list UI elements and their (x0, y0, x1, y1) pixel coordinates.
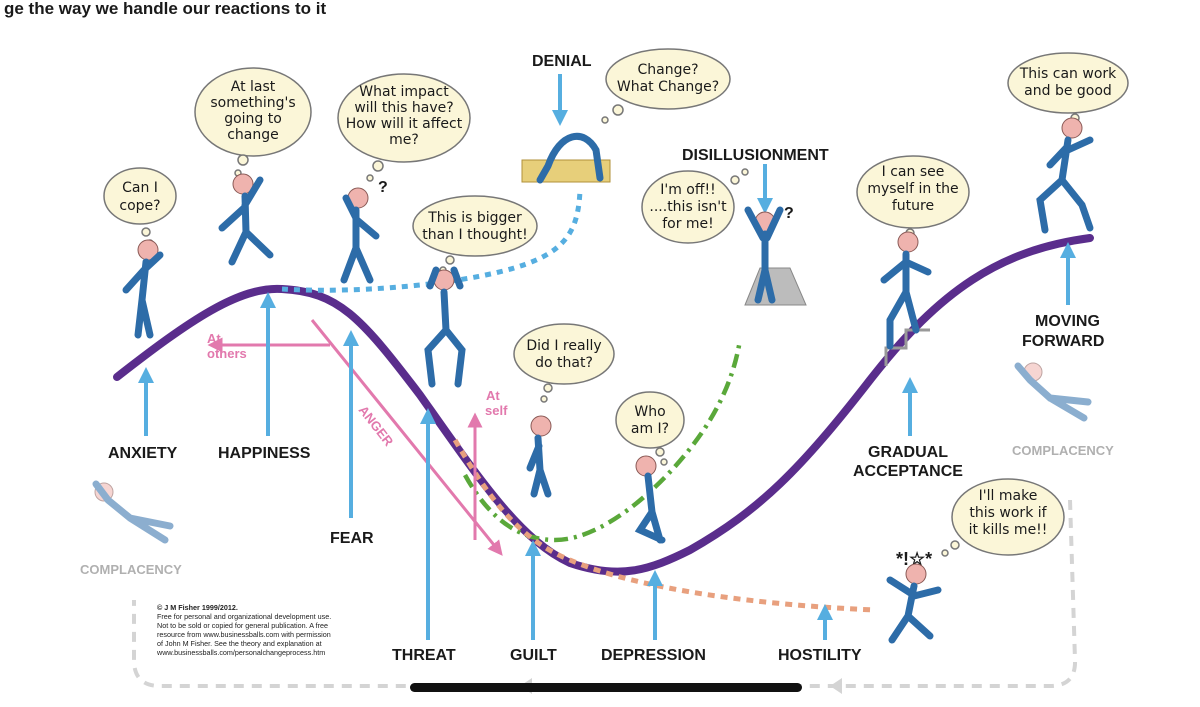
figure-fear (340, 187, 380, 284)
bubble-future: I can see myself in the future (856, 155, 970, 248)
svg-text:this work if: this work if (969, 505, 1047, 521)
svg-text:This can work: This can work (1019, 66, 1117, 82)
svg-text:Free for personal and organiza: Free for personal and organizational dev… (157, 612, 331, 621)
stage-moving-1: MOVING (1035, 313, 1100, 330)
home-indicator[interactable] (410, 683, 802, 692)
svg-text:....this isn't: ....this isn't (649, 199, 727, 215)
denial-dotted-path (281, 189, 583, 293)
bubble-this-can-work: This can work and be good (1007, 52, 1129, 132)
header-text: ge the way we handle our reactions to it (4, 0, 326, 18)
stage-arrows (138, 74, 1076, 640)
svg-text:going to: going to (224, 111, 282, 127)
figure-moving-forward (1036, 117, 1094, 234)
svg-text:it kills me!!: it kills me!! (969, 522, 1048, 538)
svg-text:What impact: What impact (359, 84, 449, 100)
at-self-label-2: self (485, 403, 508, 418)
hostility-dotted-path (452, 438, 876, 613)
figure-threat (424, 266, 466, 388)
svg-text:Can I: Can I (122, 180, 158, 196)
stage-guilt: GUILT (510, 647, 557, 664)
stage-fear: FEAR (330, 530, 374, 547)
at-others-label-1: At (207, 331, 221, 346)
stage-anxiety: ANXIETY (108, 445, 178, 462)
stage-hostility: HOSTILITY (778, 647, 862, 664)
svg-text:will this have?: will this have? (354, 100, 453, 116)
svg-text:Not to be sold or copied for g: Not to be sold or copied for general pub… (157, 621, 328, 630)
at-others-label-2: others (207, 346, 247, 361)
svg-text:What Change?: What Change? (617, 79, 719, 95)
svg-text:and be good: and be good (1024, 83, 1112, 99)
figure-hostility (886, 563, 942, 644)
complacency-loop (132, 499, 1078, 688)
bubble-kills-me: I'll make this work if it kills me!! (941, 478, 1065, 557)
svg-text:Change?: Change? (637, 62, 698, 78)
bubble-cope: Can I cope? (103, 167, 177, 247)
figure-acceptance (880, 231, 932, 366)
bubble-at-last: At last something's going to change (194, 67, 312, 177)
stage-gradual-1: GRADUAL (868, 444, 948, 461)
question-mark: ? (784, 205, 794, 222)
question-mark: ? (378, 179, 388, 196)
svg-text:cope?: cope? (119, 198, 160, 214)
svg-text:I can see: I can see (882, 164, 945, 180)
figure-anxiety (122, 239, 164, 339)
figure-disillusionment (744, 206, 807, 306)
svg-text:© J M Fisher 1999/2012.: © J M Fisher 1999/2012. (157, 603, 238, 612)
svg-text:future: future (892, 198, 934, 214)
stage-complacency-left: COMPLACENCY (80, 562, 182, 577)
svg-text:I'll make: I'll make (979, 488, 1038, 504)
svg-text:resource from www.businessball: resource from www.businessballs.com with… (157, 630, 331, 639)
figure-complacency-right (1014, 362, 1092, 422)
svg-text:do that?: do that? (535, 355, 593, 371)
svg-text:change: change (227, 127, 279, 143)
stage-threat: THREAT (392, 647, 456, 664)
stage-moving-2: FORWARD (1022, 333, 1104, 350)
svg-text:for me!: for me! (662, 216, 714, 232)
bubble-what-impact: What impact will this have? How will it … (337, 73, 471, 182)
stage-happiness: HAPPINESS (218, 445, 311, 462)
svg-text:This is bigger: This is bigger (427, 210, 522, 226)
stage-denial: DENIAL (532, 53, 592, 70)
svg-text:Did I really: Did I really (526, 338, 601, 354)
figure-happiness (218, 173, 274, 266)
swear-symbols: *!☆* (896, 549, 932, 569)
svg-text:me?: me? (389, 132, 419, 148)
bubble-bigger: This is bigger than I thought! (412, 195, 538, 274)
bubble-im-off: I'm off!! ....this isn't for me! (641, 168, 749, 244)
svg-text:www.businessballs.com/personal: www.businessballs.com/personalchangeproc… (156, 648, 325, 657)
bubble-who-am-i: Who am I? (615, 391, 685, 466)
svg-text:Who: Who (634, 404, 665, 420)
svg-text:am I?: am I? (631, 421, 669, 437)
svg-text:I'm off!!: I'm off!! (660, 182, 716, 198)
stage-complacency-right: COMPLACENCY (1012, 443, 1114, 458)
disillusionment-path (463, 339, 743, 543)
svg-text:myself in the: myself in the (867, 181, 958, 197)
figure-guilt (526, 415, 552, 498)
stage-depression: DEPRESSION (601, 647, 706, 664)
figure-complacency-left (92, 480, 174, 544)
bubble-change: Change? What Change? (601, 48, 731, 124)
figure-denial (521, 132, 611, 184)
anger-label: ANGER (356, 403, 397, 450)
svg-text:than I thought!: than I thought! (422, 227, 528, 243)
svg-text:At last: At last (231, 79, 276, 95)
main-change-curve (113, 234, 1094, 576)
at-self-label-1: At (486, 388, 500, 403)
svg-text:something's: something's (210, 95, 295, 111)
svg-text:of John M Fisher. See the theo: of John M Fisher. See the theory and exp… (157, 639, 322, 648)
figure-depression (634, 455, 666, 544)
stage-disillusionment: DISILLUSIONMENT (682, 147, 829, 164)
copyright-block: © J M Fisher 1999/2012. Free for persona… (156, 603, 331, 657)
svg-text:How will it affect: How will it affect (346, 116, 463, 132)
bubble-did-i-really: Did I really do that? (513, 323, 615, 403)
anger-arrows (207, 319, 503, 556)
stage-gradual-2: ACCEPTANCE (853, 463, 963, 480)
